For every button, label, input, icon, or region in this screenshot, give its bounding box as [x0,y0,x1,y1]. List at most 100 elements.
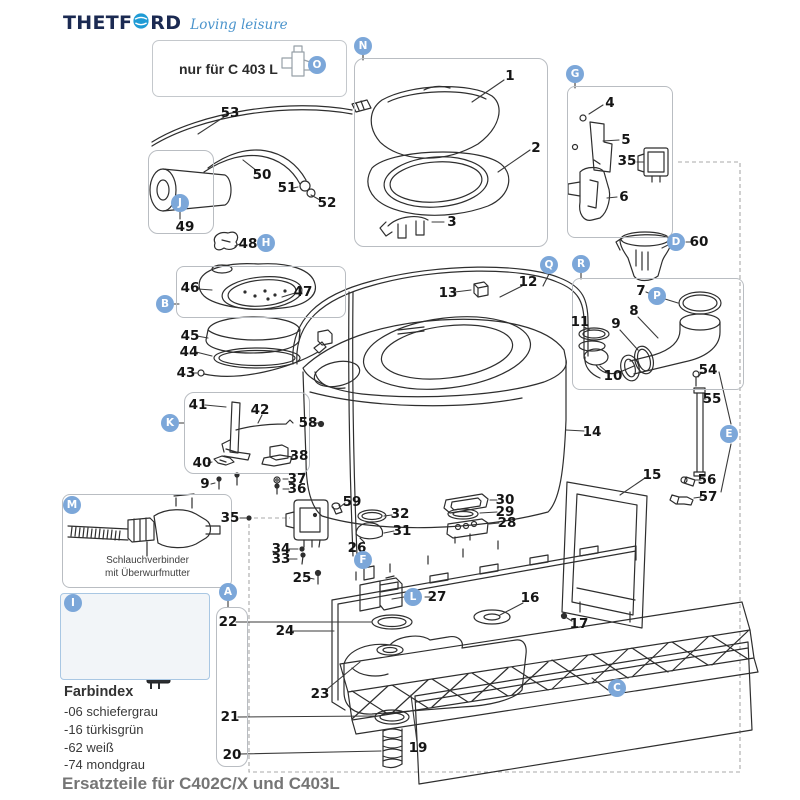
section-marker-H: H [257,234,275,252]
group-box-a [216,607,248,767]
section-marker-L: L [404,588,422,606]
section-marker-F: F [354,551,372,569]
part-label-41: 41 [188,397,208,413]
part-label-60: 60 [689,234,709,250]
valve-icon [281,45,311,77]
group-box-pump [148,150,214,234]
group-box-r [572,278,744,390]
hose-connector-caption: Schlauchverbinder mit Überwurfmutter [70,555,225,580]
section-marker-N: N [354,37,372,55]
part-label-12: 12 [518,274,538,290]
note-box-text: nur für C 403 L [179,60,278,77]
section-marker-P: P [648,287,666,305]
section-marker-R: R [572,255,590,273]
brand-tagline: Loving leisure [190,17,288,33]
part-label-51: 51 [277,180,297,196]
page-title: Ersatzteile für C402C/X und C403L [62,774,340,793]
part-label-10: 10 [603,368,623,384]
door-frame-art [560,481,648,629]
part-label-6: 6 [619,189,629,205]
part-label-9: 9 [200,476,210,492]
part-label-29: 29 [495,504,515,520]
part-label-49: 49 [175,219,195,235]
part-label-45: 45 [180,328,200,344]
section-marker-Q: Q [540,256,558,274]
part-label-35: 35 [617,153,637,169]
part-label-32: 32 [390,506,410,522]
part-label-55: 55 [702,391,722,407]
section-marker-C: C [608,679,626,697]
discharge-pipe-art [578,291,722,382]
color-index-item: -16 türkisgrün [64,721,144,737]
part-label-15: 15 [642,467,662,483]
part-label-33: 33 [271,551,291,567]
part35-dashed-link [248,161,741,773]
brand-name-left: THETF [63,12,133,34]
section-marker-G: G [566,65,584,83]
color-index-item: -62 weiß [64,739,114,755]
section-marker-E: E [720,425,738,443]
section-marker-M: M [63,496,81,514]
base-assembly-art [314,540,759,785]
part-label-17: 17 [569,616,589,632]
part-label-4: 4 [605,95,615,111]
mount-bracket-art [567,114,669,221]
part-label-2: 2 [531,140,541,156]
note-box-c403l: nur für C 403 L [152,40,347,97]
part-label-13: 13 [438,285,458,301]
section-marker-A: A [219,583,237,601]
part-label-35: 35 [220,510,240,526]
part-label-16: 16 [520,590,540,606]
part-label-25: 25 [292,570,312,586]
section-marker-B: B [156,295,174,313]
part-label-1: 1 [505,68,515,84]
part-label-14: 14 [582,424,602,440]
section-marker-I: I [64,594,82,612]
part-label-40: 40 [192,455,212,471]
part-label-36: 36 [287,481,307,497]
part-label-56: 56 [697,472,717,488]
color-index-title: Farbindex [64,684,134,700]
part-label-21: 21 [220,709,240,725]
part-label-3: 3 [447,214,457,230]
part-label-28: 28 [497,515,517,531]
part-label-50: 50 [252,167,272,183]
part-label-9: 9 [611,316,621,332]
section-marker-J: J [171,194,189,212]
part-label-47: 47 [293,284,313,300]
part-label-38: 38 [289,448,309,464]
valve-photo-box [60,593,210,680]
part-label-46: 46 [180,280,200,296]
toilet-body-art [302,291,567,557]
part-label-58: 58 [298,415,318,431]
pour-spout-art [615,231,671,282]
part-label-57: 57 [698,489,718,505]
group-box-g [567,86,673,238]
part-label-24: 24 [275,623,295,639]
section-marker-K: K [161,414,179,432]
section-marker-D: D [667,233,685,251]
part-label-42: 42 [250,402,270,418]
color-index-item: -74 mondgrau [64,757,145,773]
color-index: Farbindex -06 schiefergrau -16 türkisgrü… [64,684,158,776]
part-label-53: 53 [220,105,240,121]
seat-lid-art [367,85,510,239]
hose-connector-caption-line2: mit Überwurfmutter [104,567,190,579]
part-label-27: 27 [427,589,447,605]
part-label-31: 31 [392,523,412,539]
part-label-8: 8 [629,303,639,319]
group-box-b [176,266,346,318]
part-label-11: 11 [570,314,590,330]
part-label-37: 37 [287,471,307,487]
part-label-43: 43 [176,365,196,381]
mechanism-parts-art [213,401,294,467]
flush-tube-art [669,370,706,506]
brand-logo: THETF RD Loving leisure [63,12,288,34]
part-label-34: 34 [271,541,291,557]
part-label-22: 22 [218,614,238,630]
part-label-20: 20 [222,747,242,763]
part-label-5: 5 [621,132,631,148]
part-label-54: 54 [698,362,718,378]
hose-connector-art [67,493,221,557]
part-label-7: 7 [636,283,646,299]
